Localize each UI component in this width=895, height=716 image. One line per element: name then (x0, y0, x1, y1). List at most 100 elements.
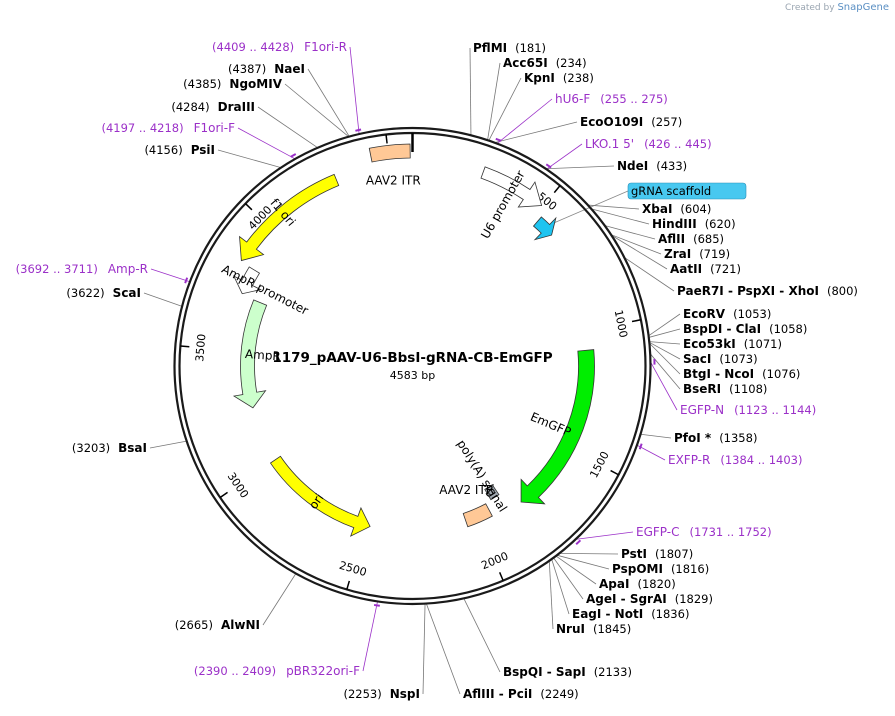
site-bsai[interactable]: (3203)BsaI (72, 441, 147, 455)
tick-mark (244, 203, 253, 211)
site-hindiii[interactable]: HindIII(620) (652, 217, 736, 231)
site-acc65i[interactable]: Acc65I(234) (503, 56, 587, 70)
site-paer7i-pspxi-xhoi[interactable]: PaeR7I - PspXI - XhoI(800) (677, 284, 858, 298)
site-pspomi[interactable]: PspOMI(1816) (612, 562, 709, 576)
primer-f1ori-f[interactable]: (4197 .. 4218)F1ori-F (101, 121, 235, 135)
site-psii[interactable]: (4156)PsiI (144, 143, 215, 157)
site-name: SacI (683, 352, 711, 366)
snapgene-credit: Created by SnapGene (785, 2, 889, 13)
site-leader-line (494, 121, 578, 144)
site-leader-line (307, 68, 350, 137)
site-leader-line (488, 77, 522, 141)
primer-pbr322ori-f[interactable]: (2390 .. 2409)pBR322ori-F (194, 664, 360, 678)
site-afliii-pcii[interactable]: AflIII - PciI(2249) (463, 687, 579, 701)
site-leader-line (422, 603, 426, 695)
site-name: AgeI - SgrAI (586, 592, 667, 606)
site-eco53ki[interactable]: Eco53kI(1071) (683, 337, 782, 351)
site-name: NgoMIV (229, 77, 282, 91)
site-leader-line (640, 433, 672, 439)
site-position: (1076) (762, 367, 800, 381)
site-psti[interactable]: PstI(1807) (621, 547, 693, 561)
primer-exfp-r[interactable]: EXFP-R(1384 .. 1403) (668, 453, 803, 467)
primer-f1ori-r[interactable]: (4409 .. 4428)F1ori-R (212, 40, 347, 54)
site-leader-line (149, 440, 187, 449)
site-position: (3203) (72, 441, 110, 455)
site-zrai[interactable]: ZraI(719) (664, 247, 730, 261)
site-leader-line (649, 341, 681, 345)
primer-range: (1123 .. 1144) (734, 403, 816, 417)
feature-ori[interactable] (269, 455, 371, 537)
site-eagi-noti[interactable]: EagI - NotI(1836) (572, 607, 689, 621)
primer-leader-line (575, 531, 634, 540)
site-kpni[interactable]: KpnI(238) (524, 71, 594, 85)
feature-aav2-itr-2[interactable] (462, 503, 493, 528)
site-btgi-ncoi[interactable]: BtgI - NcoI(1076) (683, 367, 800, 381)
site-apai[interactable]: ApaI(1820) (599, 577, 676, 591)
site-leader-line (624, 257, 675, 292)
site-bspdi-clai[interactable]: BspDI - ClaI(1058) (683, 322, 807, 336)
site-bspqi-sapi[interactable]: BspQI - SapI(2133) (503, 665, 632, 679)
site-bseri[interactable]: BseRI(1108) (683, 382, 767, 396)
site-agei-sgrai[interactable]: AgeI - SgrAI(1829) (586, 592, 713, 606)
site-name: PaeR7I - PspXI - XhoI (677, 284, 819, 298)
site-ecorv[interactable]: EcoRV(1053) (683, 307, 771, 321)
feature-ampr[interactable] (232, 299, 268, 409)
primer-name: EGFP-C (636, 525, 679, 539)
tick-mark (385, 134, 388, 144)
primer-egfp-c[interactable]: EGFP-C(1731 .. 1752) (636, 525, 772, 539)
site-nspi[interactable]: (2253)NspI (344, 687, 421, 701)
site-name: BspQI - SapI (503, 665, 586, 679)
site-position: (1807) (655, 547, 693, 561)
primer-amp-r[interactable]: (3692 .. 3711)Amp-R (16, 262, 148, 276)
primer-leader-line (636, 444, 666, 461)
feature-aav2-itr[interactable] (368, 143, 411, 163)
site-ngomiv[interactable]: (4385)NgoMIV (183, 77, 283, 91)
site-name: ApaI (599, 577, 629, 591)
site-alwni[interactable]: (2665)AlwNI (175, 618, 260, 632)
feature-f1-ori[interactable] (239, 173, 340, 262)
site-position: (1073) (719, 352, 757, 366)
site-ecoo109i[interactable]: EcoO109I(257) (580, 115, 682, 129)
site-xbai[interactable]: XbaI(604) (642, 202, 711, 216)
primer-hu6-f[interactable]: hU6-F(255 .. 275) (555, 92, 668, 106)
feature-grna-scaffold[interactable] (532, 216, 557, 241)
backbone-outer-ring (173, 126, 652, 606)
site-name: NspI (390, 687, 420, 701)
site-position: (4284) (171, 100, 209, 114)
site-scai[interactable]: (3622)ScaI (66, 286, 141, 300)
feature-polya[interactable] (484, 484, 500, 501)
site-position: (4156) (144, 143, 182, 157)
site-ndei[interactable]: NdeI(433) (617, 159, 687, 173)
site-position: (2665) (175, 618, 213, 632)
site-position: (2249) (540, 687, 578, 701)
feature-ampr-promoter[interactable] (232, 266, 262, 295)
primer-egfp-n[interactable]: EGFP-N(1123 .. 1144) (680, 403, 816, 417)
feature-emgfp[interactable] (520, 349, 595, 505)
primer-name: pBR322ori-F (286, 664, 360, 678)
site-name: DraIII (218, 100, 255, 114)
primer-name: F1ori-R (304, 40, 347, 54)
site-aatii[interactable]: AatII(721) (670, 262, 741, 276)
grna-scaffold-badge[interactable] (627, 182, 747, 200)
primer-lko-1-5[interactable]: LKO.1 5'(426 .. 445) (585, 137, 712, 151)
site-draiii[interactable]: (4284) DraIII (171, 100, 255, 114)
site-saci[interactable]: SacI (1073) (683, 352, 758, 366)
site-leader-line (611, 234, 668, 270)
site-naei[interactable]: (4387)NaeI (228, 62, 305, 76)
site-position: (685) (693, 232, 724, 246)
site-name: KpnI (524, 71, 555, 85)
site-pfoi[interactable]: PfoI *(1358) (674, 431, 757, 445)
site-aflii[interactable]: AflII (685) (658, 232, 724, 246)
site-name: AatII (670, 262, 702, 276)
site-name: AflII (658, 232, 685, 246)
site-name: ZraI (664, 247, 691, 261)
grna-scaffold-badge-label: gRNA scaffold (631, 184, 711, 198)
site-leader-line (610, 234, 662, 255)
site-position: (1358) (719, 431, 757, 445)
feature-u6-promoter[interactable] (480, 166, 543, 208)
site-position: (1108) (729, 382, 767, 396)
site-nrui[interactable]: NruI(1845) (556, 622, 631, 636)
site-pflmi[interactable]: PflMI(181) (473, 41, 546, 55)
